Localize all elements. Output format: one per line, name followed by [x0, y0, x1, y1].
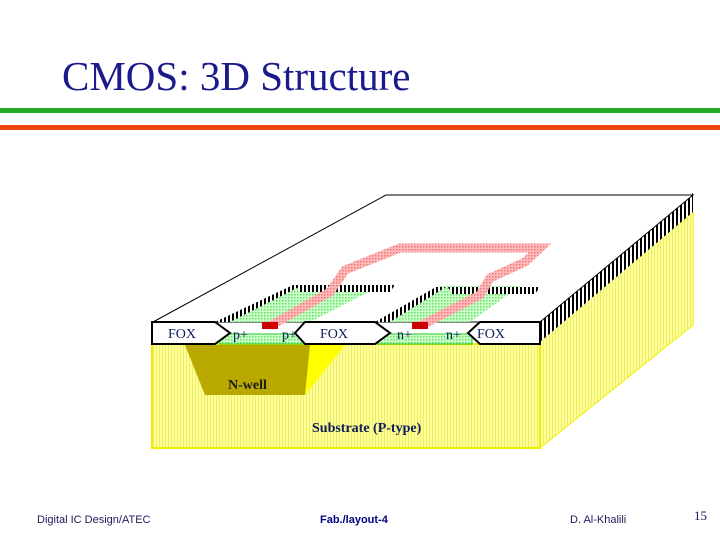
fox-edge-nmos [375, 287, 446, 322]
p-plus-label: p+ [282, 328, 297, 343]
nwell-label: N-well [228, 378, 267, 393]
footer-section: Fab./layout-4 [320, 514, 388, 526]
substrate-label: Substrate (P-type) [312, 421, 422, 436]
nmos-gate [412, 322, 428, 329]
green-rule [0, 108, 720, 113]
fox-label: FOX [320, 327, 348, 342]
pmos-gate [262, 322, 278, 329]
red-rule [0, 125, 720, 130]
fox-label: FOX [477, 327, 505, 342]
p-plus-label: p+ [233, 328, 248, 343]
fox-3 [466, 321, 541, 345]
n-plus-label: n+ [397, 328, 412, 343]
nwell-shade [305, 345, 345, 395]
nwell-region [185, 345, 335, 395]
slide-title: CMOS: 3D Structure [62, 53, 411, 99]
poly-interconnect [267, 243, 552, 330]
n-plus-label: n+ [446, 328, 461, 343]
fox-edge-pmos [215, 285, 303, 322]
fox-1 [151, 321, 232, 345]
fox-2 [293, 321, 392, 345]
footer-author: D. Al-Khalili [570, 514, 627, 526]
fox-label: FOX [168, 327, 196, 342]
footer-course: Digital IC Design/ATEC [37, 514, 151, 526]
fox-back-pmos [296, 285, 395, 292]
fox-back-nmos [448, 287, 540, 294]
fox-side-face [540, 193, 693, 342]
page-number: 15 [694, 508, 707, 523]
substrate-front [151, 343, 541, 449]
